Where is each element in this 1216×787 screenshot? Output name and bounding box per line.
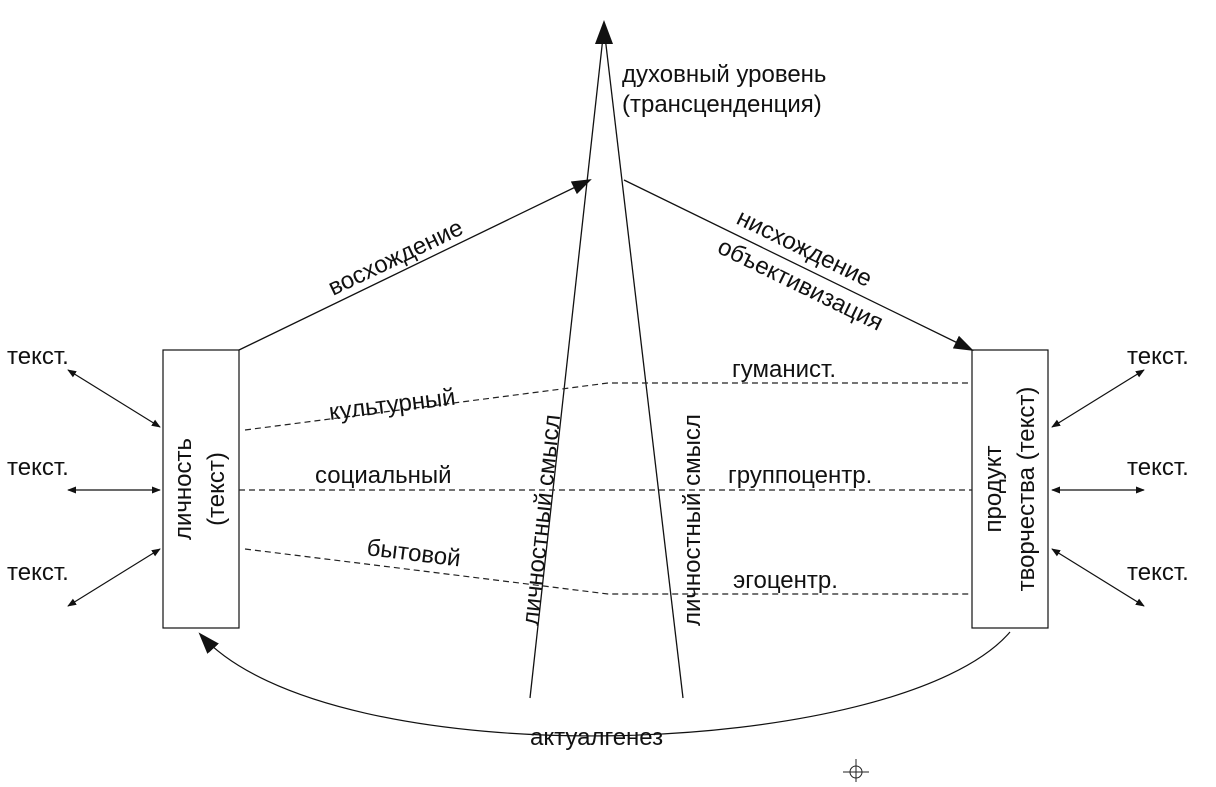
side-text-right-bottom: текст. (1127, 559, 1189, 586)
ascent-label: восхождение (324, 214, 467, 301)
right-arrow-top (1051, 369, 1145, 428)
level-label-groupcentric: группоцентр. (728, 462, 872, 489)
personal-meaning-label-right: личностный смысл (679, 414, 706, 626)
level-line-everyday (244, 548, 972, 595)
level-label-social: социальный (315, 462, 452, 489)
descent-arrow (623, 179, 974, 351)
meaning-line-right (603, 27, 684, 699)
meaning-line-left (529, 27, 605, 699)
product-label-line1: продукт (980, 446, 1007, 533)
actualgenesis-curve (198, 631, 1011, 737)
ascent-arrow (238, 179, 592, 351)
left-arrow-bottom (67, 548, 161, 607)
top-label-line1: духовный уровень (622, 61, 826, 88)
top-label-line2: (трансценденция) (622, 91, 822, 118)
level-label-egocentric: эгоцентр. (733, 567, 838, 594)
personality-box (162, 349, 240, 629)
product-box (971, 349, 1049, 629)
right-arrow-bottom (1051, 548, 1145, 607)
personality-label-line2: (текст) (203, 452, 230, 526)
top-arrowhead (595, 20, 613, 44)
side-text-right-mid: текст. (1127, 454, 1189, 481)
side-text-left-bottom: текст. (7, 559, 69, 586)
actualgenesis-label: актуалгенез (530, 724, 663, 751)
left-arrow-top (67, 369, 161, 428)
side-text-right-top: текст. (1127, 343, 1189, 370)
product-label-line2: творчества (текст) (1013, 387, 1040, 592)
level-label-humanist: гуманист. (732, 356, 836, 383)
personality-label-line1: личность (170, 438, 197, 540)
side-text-left-mid: текст. (7, 454, 69, 481)
level-line-cultural (244, 382, 972, 431)
side-text-left-top: текст. (7, 343, 69, 370)
level-label-cultural: культурный (327, 384, 456, 426)
crosshair-icon (843, 759, 869, 782)
level-label-everyday: бытовой (365, 534, 462, 572)
personal-meaning-label-left: личностный смысл (517, 413, 566, 627)
